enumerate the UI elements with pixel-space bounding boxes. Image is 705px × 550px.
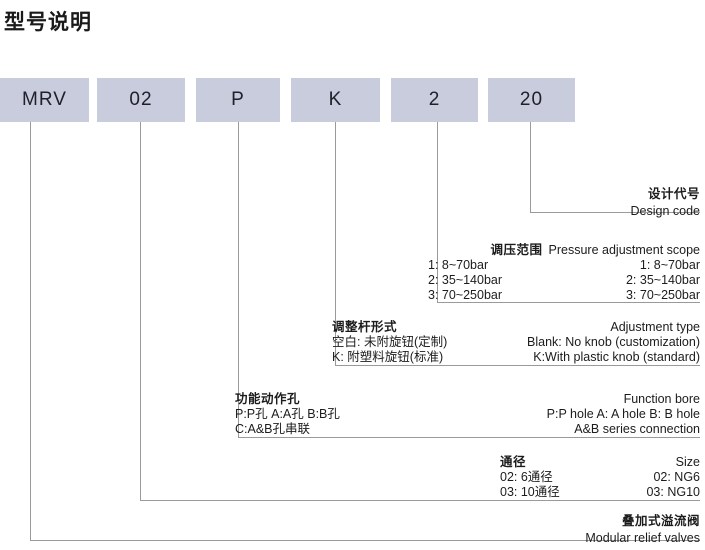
code-box-3: P (196, 78, 280, 122)
leader-line-vertical-bore (238, 122, 239, 438)
annotation-pressure-scope-row: 1: 8~70bar 1: 8~70bar (428, 258, 700, 273)
annotation-size-row: 03: 10通径 03: NG10 (500, 485, 700, 500)
annotation-function-bore-title-cn: 功能动作孔 (235, 392, 301, 406)
code-box-1: MRV (0, 78, 89, 122)
annotation-pressure-scope-row-en: 1: 8~70bar (639, 258, 700, 272)
code-box-4: K (291, 78, 380, 122)
code-box-1-label: MRV (22, 89, 67, 110)
annotation-function-bore: 功能动作孔 Function bore P:P孔 A:A孔 B:B孔 P:P h… (235, 392, 700, 437)
annotation-function-bore-row: P:P孔 A:A孔 B:B孔 P:P hole A: A hole B: B h… (235, 407, 700, 422)
annotation-design-code-title-en: Design code (630, 204, 701, 218)
annotation-size-row: 02: 6通径 02: NG6 (500, 470, 700, 485)
annotation-pressure-scope-row: 2: 35~140bar 2: 35~140bar (428, 273, 700, 288)
annotation-adjustment-type-row-cn: 空白: 未附旋钮(定制) (332, 335, 448, 349)
annotation-adjustment-type-row: 空白: 未附旋钮(定制) Blank: No knob (customizati… (332, 335, 700, 350)
code-box-5: 2 (391, 78, 478, 122)
annotation-pressure-scope-row-en: 2: 35~140bar (625, 273, 700, 287)
annotation-pressure-scope-header: 调压范围 Pressure adjustment scope (428, 243, 700, 258)
annotation-product-title-cn: 叠加式溢流阀 (621, 514, 700, 528)
annotation-product: 叠加式溢流阀 Modular relief valves (585, 513, 700, 547)
annotation-size-row-cn: 02: 6通径 (500, 470, 553, 484)
leader-line-horizontal-bore (238, 437, 700, 438)
annotation-design-code-title-cn: 设计代号 (647, 187, 700, 201)
annotation-pressure-scope-row-cn: 1: 8~70bar (428, 258, 489, 272)
annotation-function-bore-row-en: A&B series connection (574, 422, 700, 436)
annotation-adjustment-type: 调整杆形式 Adjustment type 空白: 未附旋钮(定制) Blank… (332, 320, 700, 365)
annotation-design-code: 设计代号 Design code (631, 186, 701, 220)
annotation-function-bore-header: 功能动作孔 Function bore (235, 392, 700, 407)
annotation-size: 通径 Size 02: 6通径 02: NG6 03: 10通径 03: NG1… (500, 455, 700, 500)
annotation-size-row-en: 02: NG6 (653, 470, 700, 484)
annotation-adjustment-type-row-en: Blank: No knob (customization) (527, 335, 700, 349)
code-box-2: 02 (97, 78, 185, 122)
annotation-function-bore-title-en: Function bore (623, 392, 700, 406)
page-title: 型号说明 (4, 11, 92, 34)
annotation-function-bore-row-cn: C:A&B孔串联 (235, 422, 311, 436)
leader-line-horizontal-size (140, 500, 700, 501)
annotation-adjustment-type-header: 调整杆形式 Adjustment type (332, 320, 700, 335)
annotation-pressure-scope-row-cn: 3: 70~250bar (428, 288, 503, 302)
annotation-pressure-scope-row-en: 3: 70~250bar (625, 288, 700, 302)
annotation-function-bore-row-en: P:P hole A: A hole B: B hole (546, 407, 700, 421)
code-box-5-label: 2 (428, 89, 441, 110)
annotation-pressure-scope-title-cn: 调压范围 (490, 243, 543, 257)
leader-line-horizontal-adjust (335, 365, 700, 366)
annotation-function-bore-row: C:A&B孔串联 A&B series connection (235, 422, 700, 437)
annotation-size-header: 通径 Size (500, 455, 700, 470)
annotation-adjustment-type-row-cn: K: 附塑料旋钮(标准) (332, 350, 444, 364)
annotation-adjustment-type-row-en: K:With plastic knob (standard) (533, 350, 700, 364)
leader-line-vertical-design (530, 122, 531, 213)
code-box-6-label: 20 (519, 89, 544, 110)
code-box-4-label: K (328, 89, 343, 110)
annotation-pressure-scope-title-en: Pressure adjustment scope (548, 243, 700, 257)
annotation-size-title-cn: 通径 (500, 455, 527, 469)
leader-line-vertical-size (140, 122, 141, 501)
annotation-adjustment-type-title-cn: 调整杆形式 (332, 320, 398, 334)
code-box-3-label: P (231, 89, 245, 110)
annotation-pressure-scope-row: 3: 70~250bar 3: 70~250bar (428, 288, 700, 303)
annotation-size-row-cn: 03: 10通径 (500, 485, 560, 499)
annotation-adjustment-type-title-en: Adjustment type (610, 320, 700, 334)
annotation-function-bore-row-cn: P:P孔 A:A孔 B:B孔 (235, 407, 340, 421)
annotation-pressure-scope: 调压范围 Pressure adjustment scope 1: 8~70ba… (428, 243, 700, 303)
annotation-product-title-en: Modular relief valves (585, 531, 700, 545)
leader-line-vertical-mrv (30, 122, 31, 541)
code-box-6: 20 (488, 78, 575, 122)
code-box-2-label: 02 (129, 89, 153, 110)
annotation-size-title-en: Size (675, 455, 700, 469)
annotation-size-row-en: 03: NG10 (646, 485, 700, 499)
annotation-pressure-scope-row-cn: 2: 35~140bar (428, 273, 503, 287)
annotation-adjustment-type-row: K: 附塑料旋钮(标准) K:With plastic knob (standa… (332, 350, 700, 365)
